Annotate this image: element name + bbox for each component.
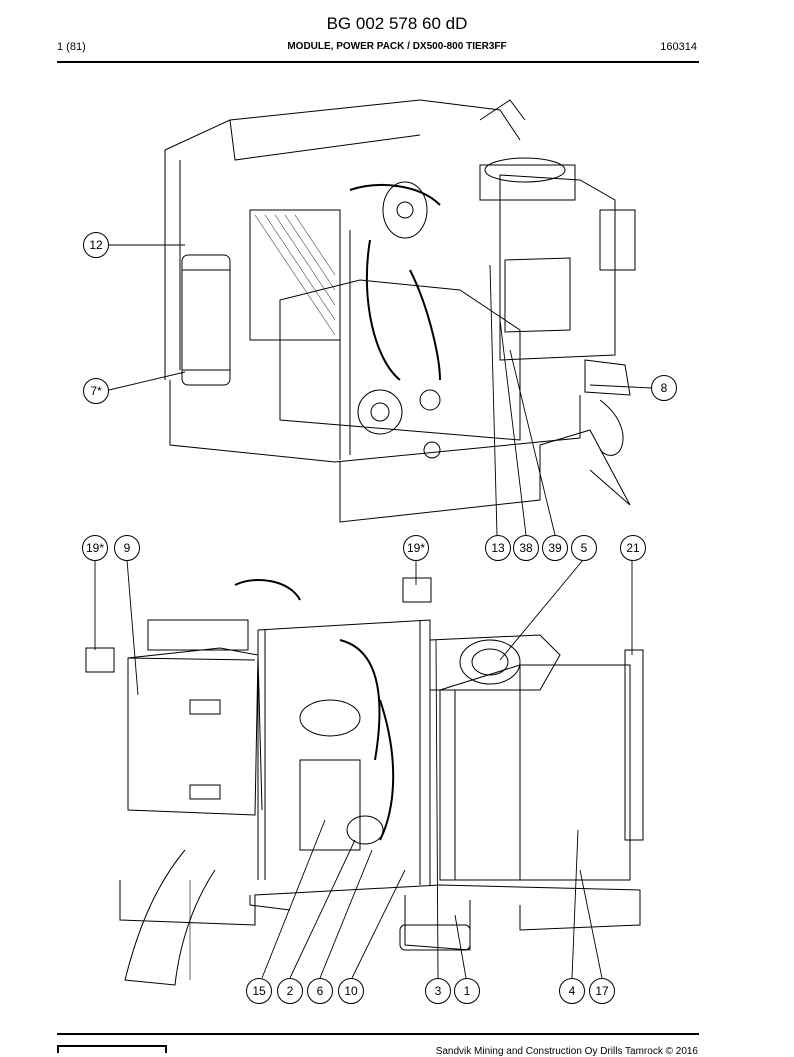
callout-3: 3: [425, 978, 451, 1004]
callout-1: 1: [454, 978, 480, 1004]
callout-5: 5: [571, 535, 597, 561]
callout-39: 39: [542, 535, 568, 561]
callout-38: 38: [513, 535, 539, 561]
document-date: 160314: [660, 41, 697, 53]
callout-17: 17: [589, 978, 615, 1004]
callout-10: 10: [338, 978, 364, 1004]
callout-13: 13: [485, 535, 511, 561]
callout-19-left: 19*: [82, 535, 108, 561]
footer-copyright: Sandvik Mining and Construction Oy Drill…: [435, 1046, 698, 1057]
callout-12: 12: [83, 232, 109, 258]
callout-9: 9: [114, 535, 140, 561]
footer-rule: [57, 1033, 699, 1035]
callout-6: 6: [307, 978, 333, 1004]
document-number: BG 002 578 60 dD: [326, 14, 468, 33]
callout-7: 7*: [83, 378, 109, 404]
callout-19-center: 19*: [403, 535, 429, 561]
upper-view: [164, 99, 636, 523]
callout-8: 8: [651, 375, 677, 401]
leader-lines: [94, 244, 652, 979]
callout-21: 21: [620, 535, 646, 561]
callout-15: 15: [246, 978, 272, 1004]
header-rule: [57, 61, 699, 63]
callout-4: 4: [559, 978, 585, 1004]
page-number: 1 (81): [57, 41, 86, 53]
brand-logo: [57, 1045, 167, 1053]
callout-2: 2: [277, 978, 303, 1004]
lower-view: [85, 577, 644, 986]
page-title: MODULE, POWER PACK / DX500-800 TIER3FF: [287, 41, 507, 52]
